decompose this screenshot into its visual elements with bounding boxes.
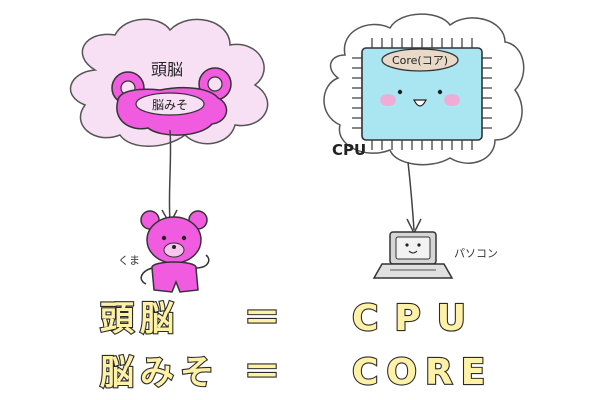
equation-1-right: CPU (352, 298, 482, 339)
pc-label-pasokon: パソコン (454, 247, 498, 260)
bear-character (140, 210, 210, 293)
core-label: Core(コア) (392, 54, 448, 67)
cloud-label-zunou: 頭脳 (151, 60, 183, 79)
cpu-label: CPU (332, 141, 366, 159)
pc-illustration (372, 231, 454, 279)
equation-2-sign: ＝ (244, 352, 280, 393)
brain-blob (111, 67, 232, 136)
right-arrow (406, 161, 422, 235)
equation-1-sign: ＝ (244, 298, 280, 339)
bear-label-kuma: くま (118, 254, 140, 267)
equation-row-2: 脳みそ ＝ CORE (99, 351, 493, 394)
equation-1-left: 頭脳 (100, 299, 180, 339)
cpu-chip (361, 47, 483, 141)
equation-2-right: CORE (352, 352, 493, 393)
equation-2-left: 脳みそ (100, 353, 220, 393)
inner-label-nomiso: 脳みそ (152, 98, 188, 112)
cpu-pins (352, 38, 492, 150)
equation-row-1: 頭脳 ＝ CPU (99, 297, 482, 340)
